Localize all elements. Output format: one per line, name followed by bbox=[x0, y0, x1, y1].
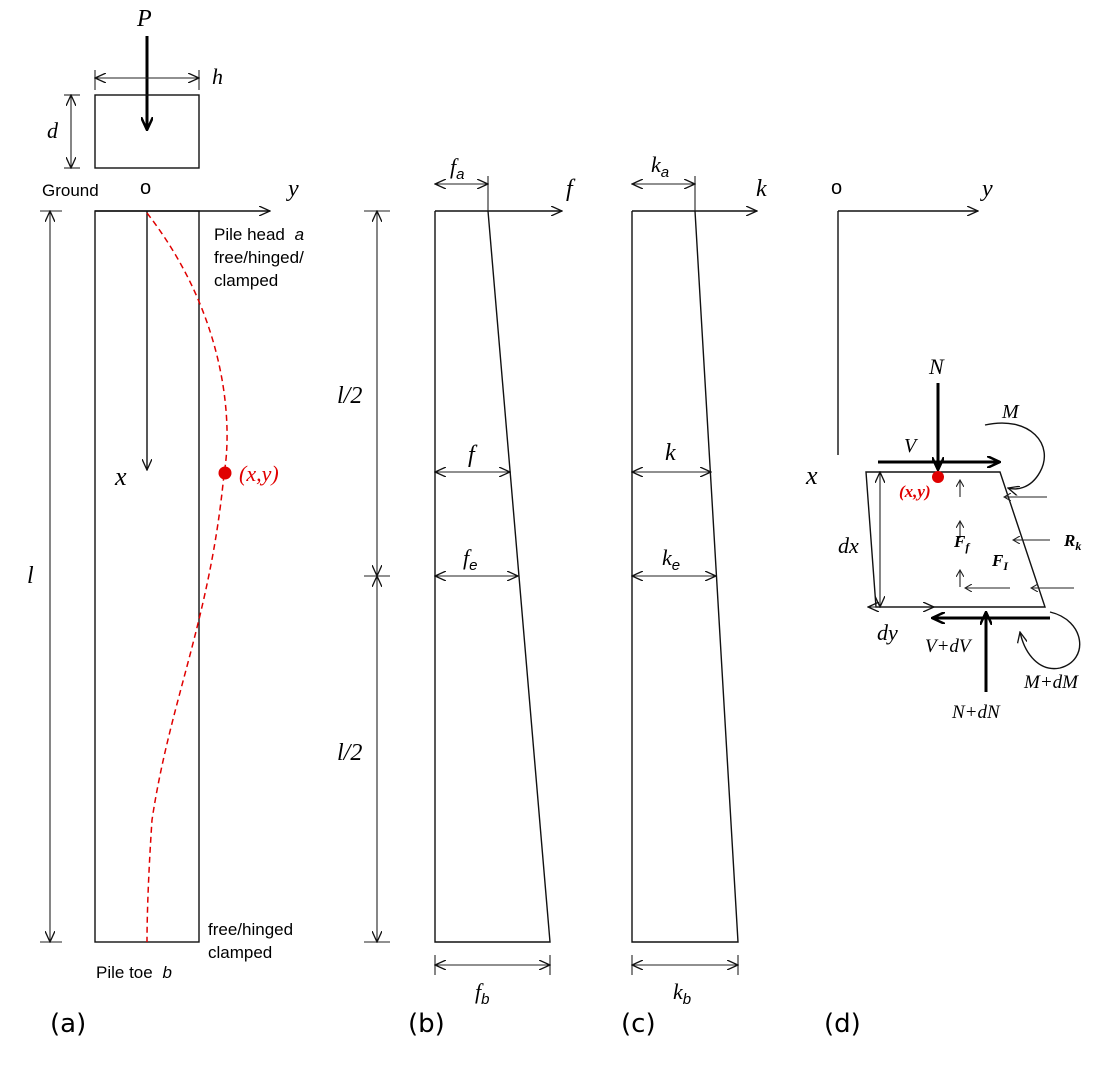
pile-head-symbol: a bbox=[295, 225, 304, 244]
fa-subscript: a bbox=[456, 166, 464, 183]
ka-subscript: a bbox=[661, 164, 669, 181]
dx-label: dx bbox=[838, 533, 859, 558]
pile-head-text: Pile head bbox=[214, 225, 285, 244]
pile-element bbox=[865, 471, 1046, 608]
moment-m-arrow bbox=[984, 422, 1046, 489]
pile-cross-section bbox=[94, 94, 200, 169]
head-condition-line-1: free/hinged/ bbox=[214, 248, 304, 267]
moment-mdm-arrow bbox=[1020, 611, 1081, 670]
ke-base: k bbox=[662, 545, 673, 570]
panel-b: l/2 l/2 f fa f fe fb (b) bbox=[337, 154, 576, 1039]
caption-a: (a) bbox=[50, 1009, 86, 1039]
inertia-force-label: FI bbox=[991, 551, 1009, 573]
depth-label: d bbox=[47, 118, 59, 143]
deflection-curve bbox=[146, 212, 228, 943]
kb-label: kb bbox=[673, 979, 691, 1008]
f-label: f bbox=[468, 442, 478, 468]
kb-subscript: b bbox=[683, 991, 691, 1008]
moment-mdm-label: M+dM bbox=[1023, 672, 1079, 693]
caption-c: (c) bbox=[621, 1009, 656, 1039]
fe-base: f bbox=[463, 545, 472, 570]
y-axis-label: y bbox=[286, 176, 299, 202]
kb-base: k bbox=[673, 979, 684, 1004]
f-axis-label: f bbox=[566, 176, 576, 202]
pile-toe-text: Pile toe bbox=[96, 963, 153, 982]
moment-m-label: M bbox=[1001, 401, 1020, 423]
load-p-label: P bbox=[136, 6, 152, 32]
width-label: h bbox=[212, 64, 223, 89]
caption-b: (b) bbox=[408, 1009, 445, 1039]
x-axis-label: x bbox=[114, 462, 127, 491]
length-label: l bbox=[27, 563, 34, 589]
shear-force-vdv-label: V+dV bbox=[925, 636, 973, 657]
ka-base: k bbox=[651, 152, 662, 177]
ground-label: Ground bbox=[42, 181, 99, 200]
fe-subscript: e bbox=[469, 557, 477, 574]
d-point-xy-label: (x,y) bbox=[899, 482, 931, 501]
k-axis-label: k bbox=[756, 176, 767, 202]
caption-d: (d) bbox=[824, 1009, 861, 1039]
k-label: k bbox=[665, 440, 676, 466]
fe-label: fe bbox=[463, 545, 477, 574]
toe-condition-line-2: clamped bbox=[208, 943, 272, 962]
d-point-xy-marker bbox=[932, 471, 944, 483]
axial-force-ndn-label: N+dN bbox=[951, 702, 1001, 723]
pile-toe-symbol: b bbox=[162, 963, 171, 982]
fb-subscript: b bbox=[481, 991, 489, 1008]
pile-toe-label: Pile toe b bbox=[96, 963, 172, 982]
point-xy-label: (x,y) bbox=[239, 461, 279, 486]
fa-base: f bbox=[450, 154, 459, 179]
fa-label: fa bbox=[450, 154, 464, 183]
ka-label: ka bbox=[651, 152, 669, 181]
head-condition-line-2: clamped bbox=[214, 271, 278, 290]
ff-subscript: f bbox=[965, 540, 970, 554]
rk-base: R bbox=[1063, 531, 1075, 550]
panel-c: k ka k ke kb (c) bbox=[621, 152, 767, 1039]
point-xy-marker bbox=[218, 466, 232, 480]
origin-label: o bbox=[140, 177, 151, 199]
dy-label: dy bbox=[877, 620, 898, 645]
half-length-top-label: l/2 bbox=[337, 383, 362, 409]
d-origin-label: o bbox=[831, 177, 842, 199]
toe-condition-line-1: free/hinged bbox=[208, 920, 293, 939]
d-x-axis-label: x bbox=[805, 461, 818, 490]
d-y-axis-label: y bbox=[980, 176, 993, 202]
fb-base: f bbox=[475, 979, 484, 1004]
fb-label: fb bbox=[475, 979, 489, 1008]
rk-subscript: k bbox=[1075, 539, 1081, 553]
ff-base: F bbox=[953, 532, 966, 551]
ke-label: ke bbox=[662, 545, 680, 574]
ke-subscript: e bbox=[672, 557, 680, 574]
shear-force-v-label: V bbox=[904, 435, 919, 457]
soil-reaction-label: Rk bbox=[1063, 531, 1081, 553]
axial-force-n-label: N bbox=[928, 354, 945, 379]
panel-d: o y x N V M (x,y) dx dy bbox=[805, 176, 1081, 1039]
half-length-bottom-label: l/2 bbox=[337, 740, 362, 766]
panel-a: P h d Ground o y x l (x,y) Pile head bbox=[27, 6, 304, 1039]
fi-base: F bbox=[991, 551, 1004, 570]
pile-head-label: Pile head a bbox=[214, 225, 304, 244]
friction-force-label: Ff bbox=[953, 532, 970, 554]
fi-subscript: I bbox=[1002, 559, 1009, 573]
